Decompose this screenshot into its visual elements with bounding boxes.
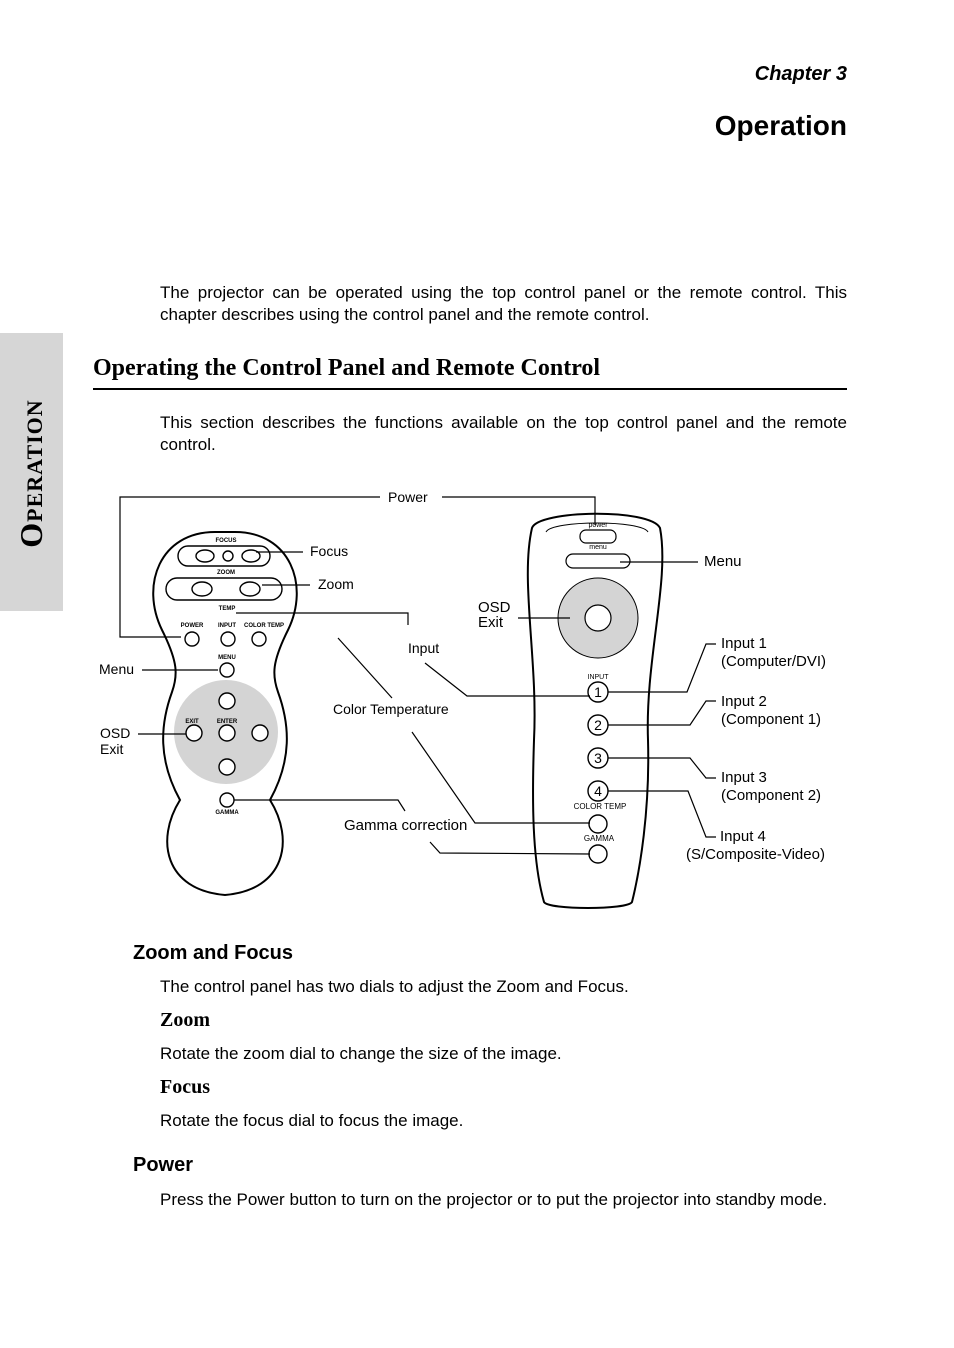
zoom-text: Rotate the zoom dial to change the size …	[160, 1044, 562, 1063]
callout-focus: Focus	[310, 543, 349, 559]
remote-btn1-label: 1	[594, 684, 602, 700]
diagram-svg: FOCUS ZOOM TEMP POWER INPUT COLOR TEMP M…	[119, 496, 716, 909]
panel-power-button	[184, 631, 200, 647]
remote-btn2-label: 2	[594, 717, 602, 733]
panel-zoom-label: ZOOM	[217, 570, 235, 576]
panel-temp-label: TEMP	[219, 606, 236, 612]
remote-power-label: power	[588, 522, 608, 529]
panel-gamma-label: GAMMA	[215, 810, 239, 816]
callout-power: Power	[388, 489, 428, 505]
page-title: Operation	[714, 110, 847, 141]
focus-heading: Focus	[160, 1076, 210, 1098]
panel-left-button	[185, 724, 203, 742]
callout-menu-right: Menu	[704, 553, 742, 570]
panel-input-button	[220, 631, 236, 647]
callout-input2: Input 2 (Component 1)	[721, 693, 821, 729]
callout-zoom: Zoom	[318, 576, 354, 592]
panel-colortemp-label: COLOR TEMP	[244, 623, 284, 629]
panel-up-button	[218, 692, 236, 710]
callout-color-temperature: Color Temperature	[333, 701, 449, 717]
panel-menu-button	[219, 662, 235, 678]
remote-menu-label: menu	[589, 544, 607, 551]
callout-exit-left-line2: Exit	[100, 741, 124, 757]
panel-power-label: POWER	[181, 623, 204, 629]
section-heading: Operating the Control Panel and Remote C…	[93, 355, 601, 381]
remote-gamma-button	[588, 844, 608, 864]
panel-down-button	[218, 758, 236, 776]
panel-enter-button	[218, 724, 236, 742]
panel-colortemp-button	[251, 631, 267, 647]
callout-osd-left-line1: OSD	[100, 725, 131, 741]
panel-menu-label: MENU	[218, 655, 236, 661]
callout-input1-line1: Input 1	[721, 635, 767, 652]
remote-menu-button	[565, 553, 631, 569]
remote-btn3-label: 3	[594, 750, 602, 766]
callout-input3: Input 3 (Component 2)	[721, 769, 821, 805]
control-diagram: FOCUS ZOOM TEMP POWER INPUT COLOR TEMP M…	[0, 470, 954, 930]
remote-input-label: INPUT	[588, 674, 610, 681]
callout-input1: Input 1 (Computer/DVI)	[721, 635, 826, 671]
section-paragraph: This section describes the functions ava…	[160, 413, 847, 454]
panel-gamma-button	[219, 792, 235, 808]
side-tab: Operation	[0, 333, 63, 611]
panel-enter-label: ENTER	[217, 719, 238, 725]
power-text: Press the Power button to turn on the pr…	[160, 1190, 828, 1209]
panel-input-label: INPUT	[218, 623, 236, 629]
zoom-dial	[165, 577, 283, 601]
callout-input4: Input 4 (S/Composite-Video)	[686, 828, 825, 864]
focus-dial	[177, 545, 271, 567]
section-rule	[93, 388, 847, 390]
remote-gamma-label: GAMMA	[584, 834, 615, 843]
remote-colortemp-button	[588, 814, 608, 834]
callout-osd-right-line1: OSD	[478, 599, 511, 616]
callout-input4-line2: (S/Composite-Video)	[686, 846, 825, 863]
callout-input4-line1: Input 4	[720, 828, 766, 845]
callout-osd-right: OSD Exit	[478, 600, 511, 630]
focus-text: Rotate the focus dial to focus the image…	[160, 1111, 464, 1130]
callout-gamma-correction: Gamma correction	[344, 817, 468, 834]
remote-power-button	[579, 529, 617, 544]
callout-input: Input	[408, 640, 440, 656]
callout-input1-line2: (Computer/DVI)	[721, 653, 827, 670]
callout-exit-right-line2: Exit	[478, 614, 504, 631]
callout-osd-left: OSD Exit	[100, 725, 130, 757]
zoom-heading: Zoom	[160, 1009, 210, 1031]
callout-menu-left: Menu	[99, 661, 135, 677]
leader-lines	[119, 496, 716, 855]
panel-focus-label: FOCUS	[216, 538, 237, 544]
intro-paragraph: The projector can be operated using the …	[160, 283, 847, 324]
callout-input3-line2: (Component 2)	[721, 787, 822, 804]
remote-enter-button	[584, 604, 612, 632]
chapter-label: Chapter 3	[754, 63, 847, 85]
zoom-focus-text: The control panel has two dials to adjus…	[160, 977, 629, 996]
remote-colortemp-label: COLOR TEMP	[574, 802, 627, 811]
panel-exit-label: EXIT	[185, 719, 199, 725]
callout-input2-line1: Input 2	[721, 693, 767, 710]
panel-right-button	[251, 724, 269, 742]
callout-input3-line1: Input 3	[721, 769, 767, 786]
zoom-focus-heading: Zoom and Focus	[133, 942, 293, 964]
power-heading: Power	[133, 1154, 194, 1176]
callout-input2-line2: (Component 1)	[721, 711, 822, 728]
remote-btn4-label: 4	[594, 783, 602, 799]
control-panel	[152, 531, 298, 897]
